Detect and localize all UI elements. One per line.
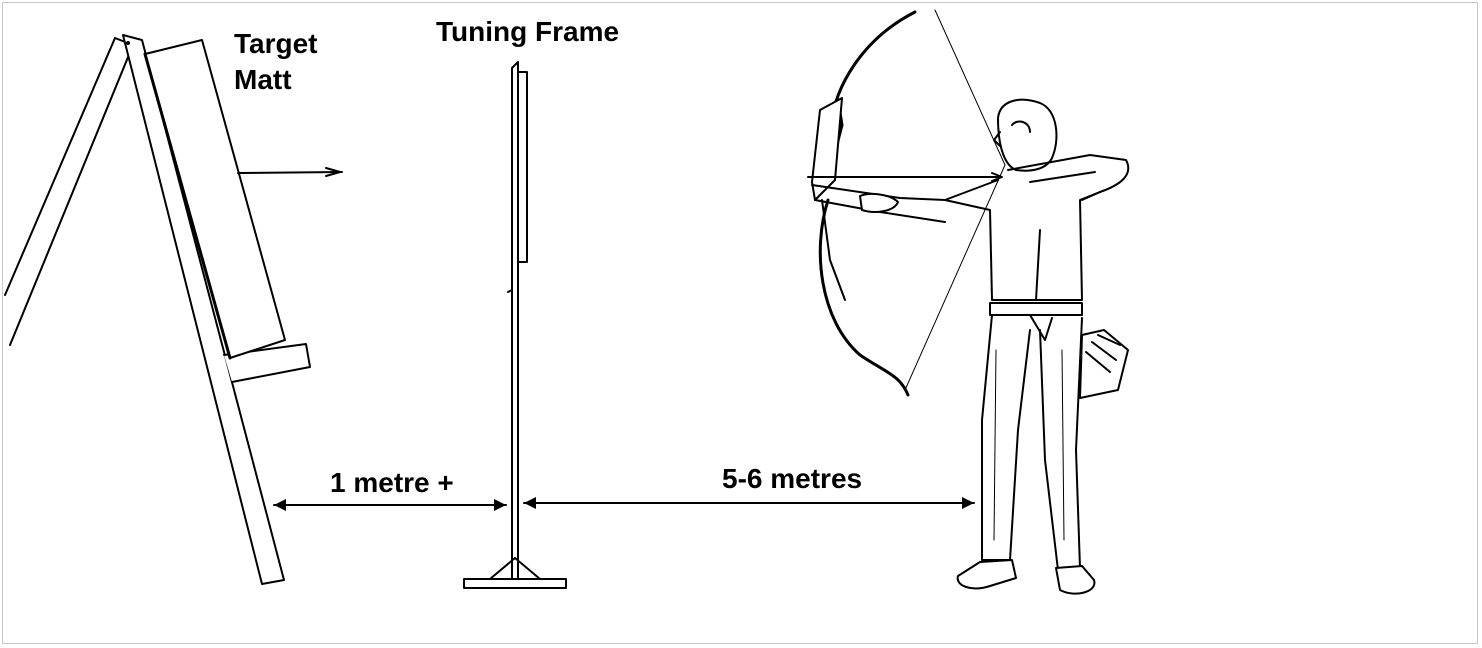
target-matt-label-line2: Matt (234, 64, 292, 95)
tuning-frame-label: Tuning Frame (436, 16, 620, 47)
archer-figure (807, 9, 1130, 595)
distance-far-label: 5-6 metres (722, 463, 863, 494)
target-matt-label-line1: Target (234, 28, 318, 59)
distance-near-label: 1 metre + (330, 467, 454, 498)
target-matt (143, 39, 343, 360)
tuning-frame (463, 61, 567, 589)
